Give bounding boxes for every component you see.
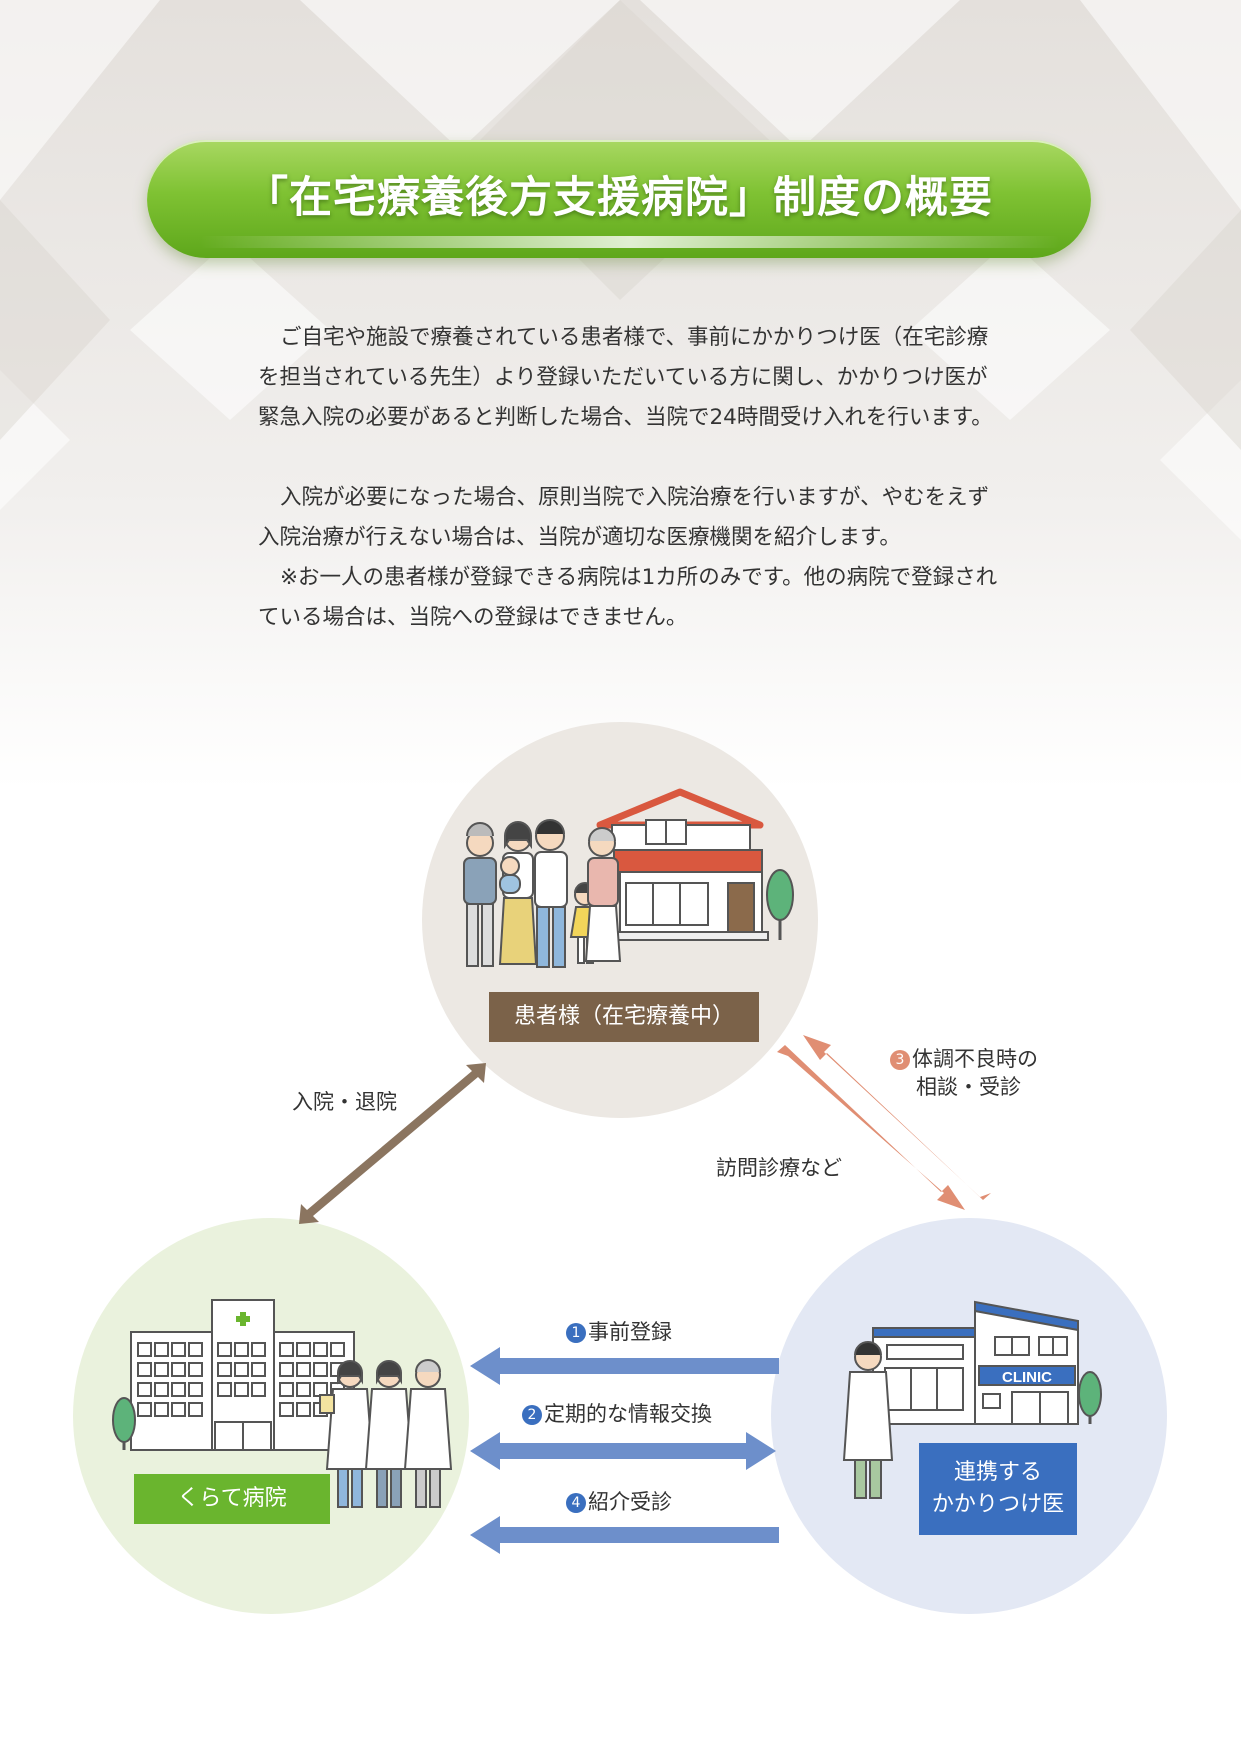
hospital-window — [188, 1362, 203, 1377]
referral-number-badge: 4 — [566, 1493, 586, 1513]
hospital-window — [171, 1402, 186, 1417]
clinic-sign-text: CLINIC — [1002, 1369, 1052, 1386]
patient-label: 患者様（在宅療養中） — [489, 992, 759, 1042]
admission-arrow — [299, 1063, 486, 1224]
hospital-window — [296, 1402, 311, 1417]
hospital-window — [188, 1402, 203, 1417]
hospital-window — [251, 1362, 266, 1377]
consult-label-line1: 体調不良時の — [912, 1047, 1038, 1071]
hospital-window — [137, 1342, 152, 1357]
hospital-window — [171, 1362, 186, 1377]
hospital-window — [217, 1382, 232, 1397]
page-title: 「在宅療養後方支援病院」制度の概要 — [245, 173, 993, 223]
hospital-window — [154, 1382, 169, 1397]
consult-label-line2: 相談・受診 — [916, 1075, 1021, 1099]
hospital-window — [279, 1402, 294, 1417]
exchange-arrow — [470, 1432, 776, 1470]
clinic-building-illustration — [872, 1300, 1079, 1425]
patient-label-text: 患者様（在宅療養中） — [513, 1004, 734, 1029]
referral-arrow — [470, 1516, 779, 1554]
hospital-window — [234, 1382, 249, 1397]
hospital-window — [137, 1382, 152, 1397]
consult-number-badge: 3 — [890, 1050, 910, 1070]
hospital-label-text: くらて病院 — [177, 1486, 287, 1511]
hospital-window — [296, 1342, 311, 1357]
register-arrow — [470, 1347, 779, 1385]
tree-icon — [112, 1397, 136, 1450]
referral-label-text: 紹介受診 — [588, 1490, 672, 1514]
hospital-window — [217, 1342, 232, 1357]
admission-label: 入院・退院 — [292, 1090, 397, 1114]
exchange-label-text: 定期的な情報交換 — [544, 1402, 712, 1426]
tree-icon — [1078, 1371, 1102, 1424]
hospital-window — [279, 1342, 294, 1357]
clinic-doctor-illustration — [842, 1341, 894, 1499]
hospital-window — [251, 1382, 266, 1397]
clinic-label: 連携する かかりつけ医 — [919, 1443, 1077, 1535]
tree-icon — [766, 869, 794, 940]
exchange-number-badge: 2 — [522, 1405, 542, 1425]
hospital-window — [154, 1362, 169, 1377]
hospital-window — [137, 1402, 152, 1417]
hospital-window — [313, 1342, 328, 1357]
intro-paragraph-2: 入院が必要になった場合、原則当院で入院治療を行いますが、やむをえず入院治療が行え… — [258, 485, 990, 550]
hospital-window — [279, 1382, 294, 1397]
hospital-label: くらて病院 — [134, 1474, 330, 1524]
hospital-window — [234, 1342, 249, 1357]
hospital-window — [279, 1362, 294, 1377]
intro-paragraph-1: ご自宅や施設で療養されている患者様で、事前にかかりつけ医（在宅診療を担当されてい… — [258, 325, 993, 430]
visit-arrow-down — [777, 1045, 965, 1210]
hospital-window — [313, 1362, 328, 1377]
hospital-window — [154, 1342, 169, 1357]
hospital-window — [171, 1382, 186, 1397]
hospital-window — [330, 1342, 345, 1357]
hospital-window — [296, 1382, 311, 1397]
hospital-window — [234, 1362, 249, 1377]
hospital-window — [296, 1362, 311, 1377]
title-banner-shine — [200, 236, 1060, 248]
clinic-label-line2: かかりつけ医 — [931, 1492, 1065, 1517]
note-paragraph: ※お一人の患者様が登録できる病院は1カ所のみです。他の病院で登録されている場合は… — [258, 565, 998, 630]
hospital-window — [188, 1382, 203, 1397]
hospital-window — [137, 1362, 152, 1377]
consult-arrow-up — [803, 1035, 991, 1200]
family-illustration — [463, 819, 622, 968]
doctors-illustration — [319, 1359, 453, 1508]
hospital-window — [171, 1342, 186, 1357]
register-number-badge: 1 — [566, 1323, 586, 1343]
clinic-label-line1: 連携する — [953, 1460, 1042, 1485]
visit-label: 訪問診療など — [716, 1156, 842, 1180]
hospital-windows — [137, 1342, 345, 1417]
register-label-text: 事前登録 — [588, 1320, 672, 1344]
hospital-window — [217, 1362, 232, 1377]
hospital-window — [188, 1342, 203, 1357]
hospital-window — [251, 1342, 266, 1357]
hospital-window — [154, 1402, 169, 1417]
house-illustration — [596, 788, 769, 941]
